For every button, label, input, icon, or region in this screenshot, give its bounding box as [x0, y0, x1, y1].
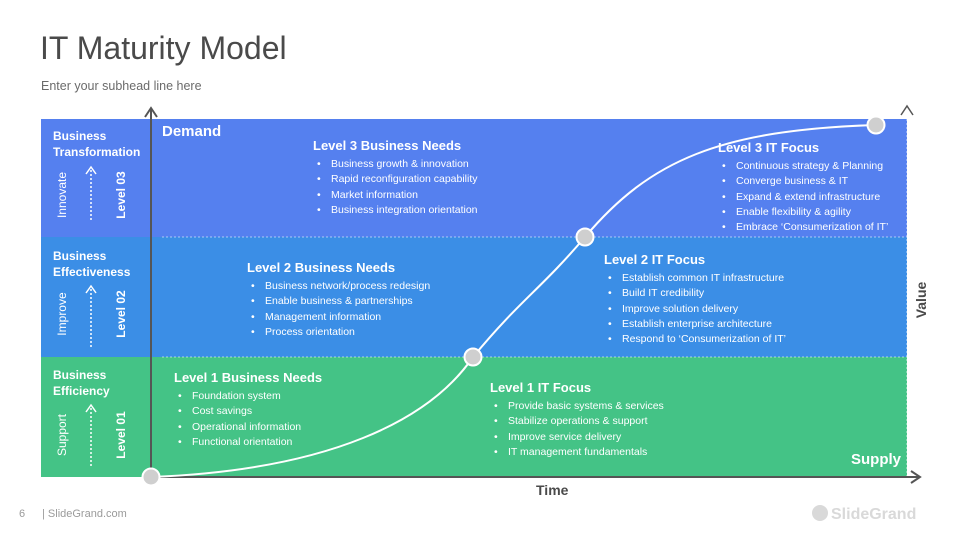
- list-item: Provide basic systems & services: [490, 399, 664, 415]
- list-item: Improve service delivery: [490, 430, 664, 446]
- list-item: Business network/process redesign: [247, 279, 430, 295]
- arrow-up-icon: [85, 403, 97, 413]
- level-2-business-needs: Level 2 Business Needs Business network/…: [247, 260, 430, 340]
- level-1-it-focus: Level 1 IT Focus Provide basic systems &…: [490, 380, 664, 460]
- x-axis-arrow-icon: [910, 470, 922, 484]
- list-item: Functional orientation: [174, 435, 322, 451]
- maturity-curve: [150, 124, 877, 478]
- action-label-improve: Improve: [55, 292, 69, 336]
- block-title: Level 3 IT Focus: [718, 140, 820, 155]
- brand-logo-icon: [812, 505, 828, 521]
- side-label-level-3: Business Transformation: [53, 129, 141, 159]
- page-subhead: Enter your subhead line here: [41, 79, 202, 93]
- page-title: IT Maturity Model: [40, 30, 287, 66]
- y-axis-arrow-icon: [144, 106, 158, 118]
- footer-site: | SlideGrand.com: [42, 508, 127, 520]
- value-axis-arrow-icon: [900, 104, 914, 116]
- list-item: Operational information: [174, 420, 322, 436]
- arrow-up-icon: [85, 284, 97, 294]
- brand-name: SlideGrand: [831, 506, 917, 523]
- list-item: Cost savings: [174, 404, 322, 420]
- list-item: Build IT credibility: [604, 286, 786, 302]
- list-item: IT management fundamentals: [490, 445, 664, 461]
- list-item: Continuous strategy & Planning: [718, 159, 888, 175]
- demand-label: Demand: [162, 123, 222, 140]
- list-item: Business integration orientation: [313, 203, 478, 219]
- level-label-02: Level 02: [114, 290, 128, 338]
- curve-node-level-1: [463, 347, 483, 367]
- level-label-03: Level 03: [114, 171, 128, 219]
- list-item: Enable business & partnerships: [247, 294, 430, 310]
- list-item: Embrace ‘Consumerization of IT’: [718, 220, 888, 236]
- page-number: 6: [19, 508, 26, 520]
- level-3-business-needs: Level 3 Business Needs Business growth &…: [313, 138, 478, 218]
- supply-label: Supply: [851, 451, 902, 468]
- block-title: Level 1 Business Needs: [174, 370, 323, 385]
- list-item: Establish enterprise architecture: [604, 317, 786, 333]
- list-item: Market information: [313, 188, 478, 204]
- list-item: Converge business & IT: [718, 174, 888, 190]
- curve-node-start: [141, 467, 161, 487]
- action-label-innovate: Innovate: [55, 171, 69, 219]
- side-label-level-2: Business Effectiveness: [53, 249, 131, 279]
- time-axis-label: Time: [536, 482, 569, 498]
- list-item: Stabilize operations & support: [490, 414, 664, 430]
- level-label-01: Level 01: [114, 411, 128, 459]
- value-axis-label: Value: [913, 281, 929, 319]
- level-3-it-focus: Level 3 IT Focus Continuous strategy & P…: [718, 140, 888, 236]
- list-item: Foundation system: [174, 389, 322, 405]
- list-item: Enable flexibility & agility: [718, 205, 888, 221]
- brand-logo: SlideGrand: [812, 505, 916, 524]
- list-item: Process orientation: [247, 325, 430, 341]
- list-item: Business growth & innovation: [313, 157, 478, 173]
- list-item: Expand & extend infrastructure: [718, 190, 888, 206]
- block-title: Level 2 IT Focus: [604, 252, 706, 267]
- level-2-it-focus: Level 2 IT Focus Establish common IT inf…: [604, 252, 786, 348]
- list-item: Respond to ‘Consumerization of IT’: [604, 332, 786, 348]
- list-item: Rapid reconfiguration capability: [313, 172, 478, 188]
- action-label-support: Support: [55, 413, 69, 457]
- curve-node-level-3: [866, 115, 886, 135]
- list-item: Management information: [247, 310, 430, 326]
- side-label-level-1: Business Efficiency: [53, 368, 110, 398]
- block-title: Level 3 Business Needs: [313, 138, 462, 153]
- list-item: Establish common IT infrastructure: [604, 271, 786, 287]
- level-1-business-needs: Level 1 Business Needs Foundation system…: [174, 370, 322, 450]
- list-item: Improve solution delivery: [604, 302, 786, 318]
- curve-node-level-2: [575, 227, 595, 247]
- block-title: Level 1 IT Focus: [490, 380, 592, 395]
- block-title: Level 2 Business Needs: [247, 260, 396, 275]
- arrow-up-icon: [85, 165, 97, 175]
